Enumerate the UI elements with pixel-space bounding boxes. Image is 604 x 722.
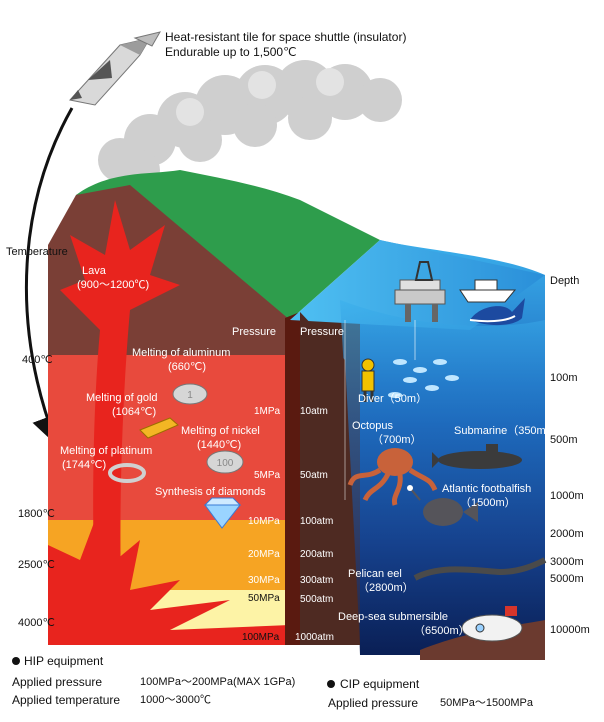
pelican-eel-icon bbox=[413, 557, 547, 581]
cip-title: CIP equipment bbox=[340, 677, 420, 691]
coin-aluminum-text: 1 bbox=[187, 390, 193, 401]
temperature-tick-2500: 2500℃ bbox=[18, 559, 55, 571]
lava-title: Lava bbox=[82, 265, 106, 277]
platinum-value: (1744℃) bbox=[62, 459, 107, 471]
submersible-value: （6500m） bbox=[414, 625, 470, 637]
mpa-100: 100MPa bbox=[242, 632, 280, 643]
temperature-tick-400: 400℃ bbox=[22, 354, 53, 366]
cip-bullet bbox=[327, 680, 335, 688]
nickel-value: (1440℃) bbox=[197, 439, 242, 451]
diver-label: Diver（50m） bbox=[358, 393, 428, 405]
temperature-arrow bbox=[24, 107, 74, 446]
coin-nickel-text: 100 bbox=[217, 458, 234, 469]
depth-tick-5000m: 5000m bbox=[550, 573, 584, 585]
fish-school-icon bbox=[388, 359, 459, 398]
atm-100: 100atm bbox=[300, 516, 334, 527]
diamond-icon bbox=[203, 497, 242, 529]
depth-tick-100m: 100m bbox=[550, 372, 578, 384]
atm-10: 10atm bbox=[300, 406, 328, 417]
mpa-20: 20MPa bbox=[248, 549, 280, 560]
ship-icon bbox=[459, 279, 517, 303]
depth-tick-10000m: 10000m bbox=[550, 624, 590, 636]
cip-pressure-label: Applied pressure bbox=[328, 696, 419, 710]
submarine-label: Submarine（350m） bbox=[454, 425, 557, 437]
eel-title: Pelican eel bbox=[348, 568, 402, 580]
header-line-2: Endurable up to 1,500℃ bbox=[165, 45, 297, 59]
aluminum-value: (660℃) bbox=[168, 361, 207, 373]
header-line-1: Heat-resistant tile for space shuttle (i… bbox=[165, 30, 407, 44]
submarine-icon bbox=[432, 444, 522, 469]
atm-1000: 1000atm bbox=[295, 632, 334, 643]
footballfish-value: （1500m） bbox=[460, 497, 516, 509]
diver-icon bbox=[361, 358, 375, 402]
gold-value: (1064℃) bbox=[112, 406, 157, 418]
mpa-50: 50MPa bbox=[248, 593, 280, 604]
depth-tick-500m: 500m bbox=[550, 434, 578, 446]
depth-axis-title: Depth bbox=[550, 275, 580, 287]
hip-title: HIP equipment bbox=[24, 654, 104, 668]
platinum-ring-icon bbox=[108, 463, 146, 483]
temperature-tick-1800: 1800℃ bbox=[18, 508, 55, 520]
hip-bullet bbox=[12, 657, 20, 665]
pressure-title-left: Pressure bbox=[232, 326, 277, 338]
footballfish-title: Atlantic footbalfish bbox=[442, 483, 532, 495]
lava-plume bbox=[60, 200, 180, 620]
eel-value: （2800m） bbox=[358, 582, 414, 594]
pressure-title-right: Pressure bbox=[300, 326, 345, 338]
mpa-5: 5MPa bbox=[254, 470, 281, 481]
gold-bar-icon bbox=[139, 417, 179, 439]
hip-pressure-value: 100MPa～200MPa(MAX 1GPa) bbox=[140, 676, 296, 688]
pressure-divider bbox=[285, 312, 300, 645]
mpa-30: 30MPa bbox=[248, 575, 280, 586]
atm-300: 300atm bbox=[300, 575, 334, 586]
oil-rig-icon bbox=[394, 261, 446, 322]
volcano-smoke bbox=[98, 60, 402, 190]
diamonds-label: Synthesis of diamonds bbox=[155, 486, 266, 498]
submersible-title: Deep-sea submersible bbox=[338, 611, 449, 623]
aluminum-coin-icon: 1 bbox=[172, 383, 208, 405]
octopus-value: （700m） bbox=[372, 434, 422, 446]
cip-pressure-value: 50MPa～1500MPa bbox=[440, 697, 533, 709]
temperature-tick-4000: 4000℃ bbox=[18, 617, 55, 629]
hip-pressure-label: Applied pressure bbox=[12, 675, 103, 689]
atm-200: 200atm bbox=[300, 549, 334, 560]
lava-value: (900～1200℃) bbox=[77, 279, 150, 291]
octopus-title: Octopus bbox=[352, 420, 393, 432]
mpa-10: 10MPa bbox=[248, 516, 280, 527]
depth-tick-1000m: 1000m bbox=[550, 490, 584, 502]
nickel-coin-icon: 100 bbox=[206, 450, 244, 474]
hip-temperature-value: 1000～3000℃ bbox=[140, 694, 211, 706]
depth-tick-3000m: 3000m bbox=[550, 556, 584, 568]
space-shuttle-icon bbox=[69, 31, 162, 106]
aluminum-title: Melting of aluminum bbox=[132, 347, 231, 359]
nickel-title: Melting of nickel bbox=[181, 425, 260, 437]
atm-500: 500atm bbox=[300, 594, 334, 605]
depth-tick-2000m: 2000m bbox=[550, 528, 584, 540]
platinum-title: Melting of platinum bbox=[60, 445, 153, 457]
mpa-1: 1MPa bbox=[254, 406, 281, 417]
temperature-axis-title: Temperature bbox=[6, 246, 68, 258]
footballfish-icon bbox=[407, 485, 478, 526]
deep-sea-submersible-icon bbox=[461, 606, 523, 642]
octopus-icon bbox=[347, 448, 438, 506]
gold-title: Melting of gold bbox=[86, 392, 158, 404]
whale-icon bbox=[469, 298, 525, 326]
atm-50: 50atm bbox=[300, 470, 328, 481]
hip-temperature-label: Applied temperature bbox=[12, 693, 121, 707]
